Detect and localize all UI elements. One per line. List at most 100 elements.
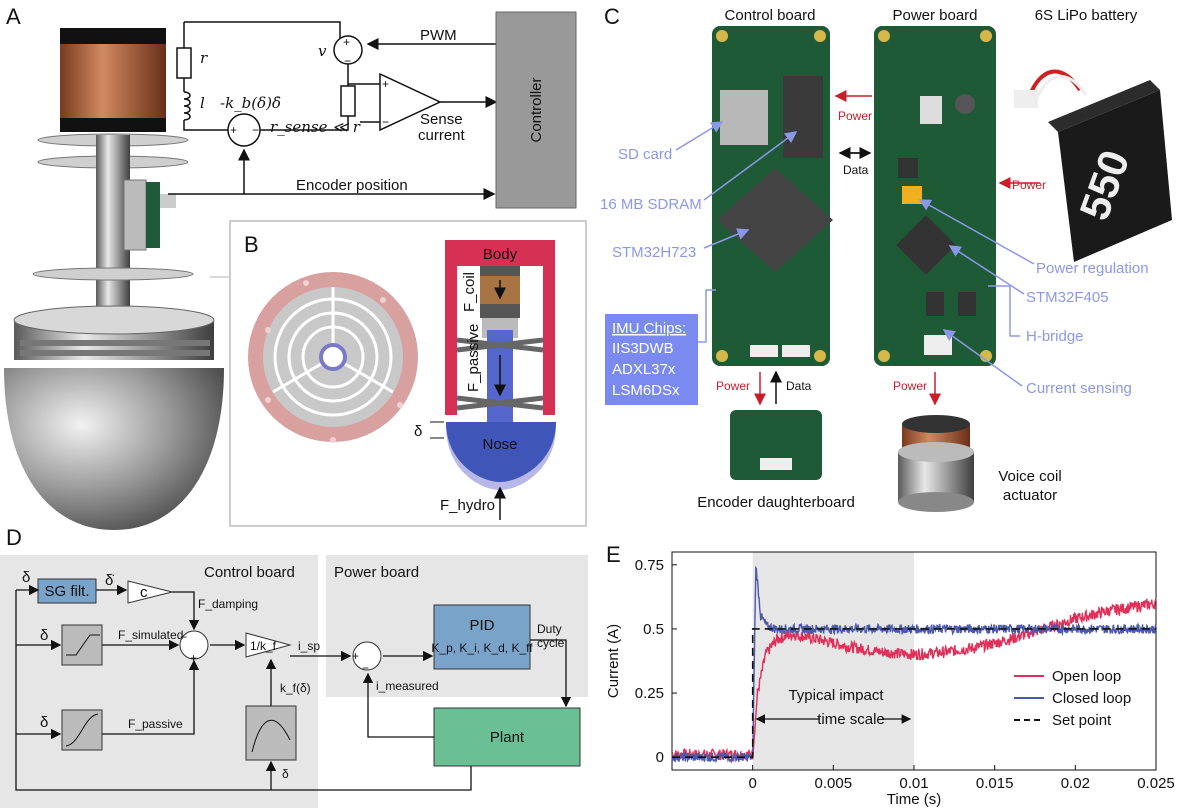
annotation-line-1: Typical impact [788, 687, 884, 704]
fdamping-label: F_damping [198, 597, 258, 611]
svg-text:+: + [382, 77, 389, 91]
isp-label: i_sp [298, 639, 320, 653]
power-board-pcb [874, 26, 996, 366]
svg-text:−: − [180, 630, 187, 644]
current-sensing-label: Current sensing [1026, 380, 1132, 397]
control-board-title: Control board [725, 7, 816, 24]
power-label-2: Power [1012, 178, 1046, 192]
sdram-label: 16 MB SDRAM [600, 196, 702, 213]
l-label: l [200, 94, 205, 112]
imu-title: IMU Chips: [612, 320, 686, 337]
pwm-label: PWM [420, 27, 457, 44]
imu-box [605, 314, 698, 405]
saturation-block [61, 624, 103, 666]
kf-delta-label: k_f(δ) [280, 681, 311, 695]
x-tick-label: 0.025 [1137, 775, 1175, 792]
x-tick-label: 0.005 [815, 775, 853, 792]
power-board-title: Power board [892, 7, 977, 24]
sd-card-label: SD card [618, 146, 672, 163]
deltadot-label: δ̇ [105, 572, 114, 589]
data-label-2: Data [786, 379, 812, 393]
svg-text:+: + [343, 35, 350, 49]
delta-input-2: δ [40, 627, 48, 644]
delta-feedback-label: δ [282, 767, 289, 781]
panel-b: B [210, 220, 587, 527]
delta-label: δ [414, 423, 422, 440]
sum-junction-forces [179, 630, 209, 660]
x-tick-label: 0.02 [1061, 775, 1090, 792]
x-tick-label: 0 [748, 775, 756, 792]
imu-chip-1: IIS3DWB [612, 340, 674, 357]
x-axis-label: Time (s) [887, 791, 941, 808]
y-tick-label: 0.75 [635, 557, 664, 574]
duty-label-1: Duty [537, 622, 562, 636]
svg-text:−: − [252, 123, 259, 137]
v-label: v [318, 42, 327, 60]
panel-b-label: B [244, 232, 259, 257]
sense-label-1: Sense [420, 111, 463, 128]
y-tick-label: 0.25 [635, 685, 664, 702]
sum-junction-current [352, 641, 382, 671]
svg-text:+: + [190, 651, 197, 665]
panel-a: A [4, 4, 577, 530]
nose-label: Nose [482, 436, 517, 453]
plant-block [433, 707, 581, 767]
fpassive-d-label: F_passive [128, 717, 183, 731]
controller-label: Controller [528, 77, 545, 142]
spring-disc [248, 272, 418, 443]
svg-text:−: − [362, 661, 369, 675]
fhydro-label: F_hydro [440, 497, 495, 514]
legend-label: Closed loop [1052, 690, 1131, 707]
fpassive-label: F_passive [465, 324, 482, 392]
y-tick-label: 0.5 [643, 621, 664, 638]
power-label-1: Power [838, 109, 872, 123]
imu-chip-3: LSM6DSx [612, 382, 680, 399]
pid-gains-label: K_p, K_i, K_d, K_ff [431, 641, 533, 655]
device-render [4, 28, 224, 530]
control-board-pcb [712, 26, 833, 366]
sg-filter-label: SG filt. [44, 583, 89, 600]
pid-label: PID [469, 617, 494, 634]
force-gain-block [245, 632, 292, 658]
svg-text:−: − [382, 115, 389, 129]
battery-image [1014, 69, 1172, 262]
svg-text:+: + [230, 123, 237, 137]
legend-label: Open loop [1052, 668, 1121, 685]
data-label-1: Data [843, 163, 869, 177]
battery-title: 6S LiPo battery [1035, 7, 1138, 24]
fsimulated-label: F_simulated [118, 628, 183, 642]
y-axis-label: Current (A) [605, 624, 622, 698]
kinv-label: 1/k_f [250, 639, 277, 653]
panel-e-label: E [606, 542, 621, 567]
svg-text:+: + [352, 649, 359, 663]
power-regulation-label: Power regulation [1036, 260, 1149, 277]
panel-d: D Control board Power board SG filt. c 1… [0, 525, 588, 808]
panel-a-label: A [6, 4, 21, 29]
shaded-region [752, 552, 914, 770]
legend-label: Set point [1052, 712, 1112, 729]
annotation-line-2: time scale [817, 711, 885, 728]
stm32h723-label: STM32H723 [612, 244, 696, 261]
power-label-3: Power [716, 379, 750, 393]
panel-c-label: C [604, 4, 620, 29]
voice-coil-label-1: Voice coil [998, 468, 1061, 485]
series-line [672, 628, 1156, 758]
body-label: Body [483, 246, 518, 263]
power-label-4: Power [893, 379, 927, 393]
plant-label: Plant [490, 729, 525, 746]
emf-text: -k_b(δ)δ̇ [220, 94, 281, 112]
stiffness-map-block [245, 705, 297, 761]
delta-input-1: δ [22, 569, 30, 586]
encoder-position-label: Encoder position [296, 177, 408, 194]
encoder-daughterboard-label: Encoder daughterboard [697, 494, 855, 511]
encoder-daughterboard-pcb [730, 410, 822, 480]
fcoil-label: F_coil [461, 272, 478, 312]
controller-box [495, 11, 577, 209]
panel-c: C Control board Power board 6S LiPo batt… [600, 4, 1172, 512]
body-schematic [430, 240, 556, 520]
circuit-schematic [168, 21, 498, 200]
imeasured-label: i_measured [376, 679, 439, 693]
pid-block [433, 604, 531, 670]
